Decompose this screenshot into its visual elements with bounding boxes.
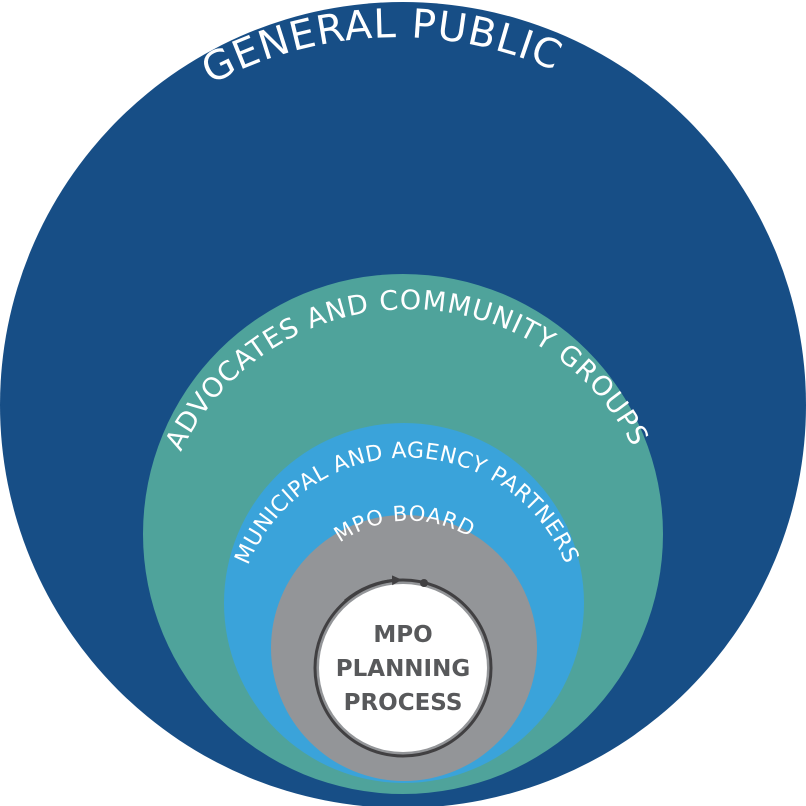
process-cycle-ring (313, 578, 493, 758)
process-cycle-dot-icon (420, 579, 428, 587)
center-label-line1: MPO (373, 622, 432, 648)
center-label-line3: PROCESS (344, 690, 463, 716)
process-cycle-arrow-icon (344, 575, 402, 603)
planning-process-circle (319, 584, 487, 752)
center-label-line2: PLANNING (336, 656, 471, 682)
